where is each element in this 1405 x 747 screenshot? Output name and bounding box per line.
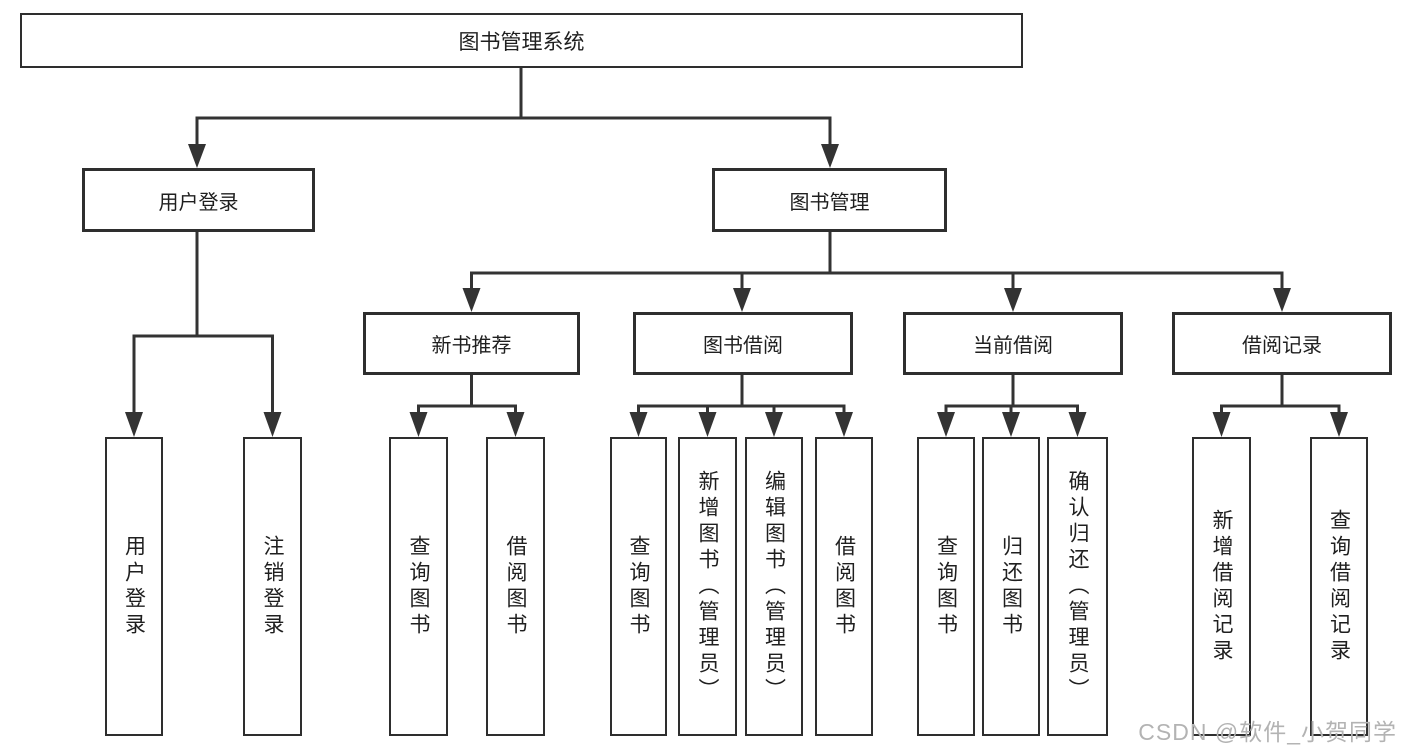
- node-borrow-records-label: 借阅记录: [1242, 335, 1322, 357]
- leaf-query-borrow-record: 查询借阅记录: [1310, 437, 1368, 736]
- connector-current-to-children: [937, 375, 1087, 437]
- leaf-add-books-admin: 新增图书（管理员）: [678, 437, 737, 736]
- leaf-query-books-current: 查询图书: [917, 437, 975, 736]
- leaf-add-borrow-record-label: 新增借阅记录: [1210, 508, 1233, 665]
- leaf-borrow-books-recommend-label: 借阅图书: [504, 534, 527, 639]
- connector-recommend-to-children: [409, 375, 525, 437]
- csdn-watermark: CSDN @软件_小贺同学: [1138, 719, 1397, 745]
- leaf-query-books-current-label: 查询图书: [934, 534, 958, 639]
- node-root-label: 图书管理系统: [458, 30, 585, 54]
- leaf-user-login: 用户登录: [105, 437, 163, 736]
- leaf-query-books-recommend: 查询图书: [389, 437, 448, 736]
- leaf-confirm-return-admin-label: 确认归还（管理员）: [1066, 469, 1089, 704]
- leaf-return-books-label: 归还图书: [999, 534, 1023, 639]
- node-current-borrow: 当前借阅: [903, 312, 1123, 375]
- leaf-add-books-admin-label: 新增图书（管理员）: [696, 469, 719, 704]
- node-book-management-label: 图书管理: [789, 191, 870, 214]
- leaf-logout-login-label: 注销登录: [261, 534, 284, 639]
- leaf-query-books-borrow-label: 查询图书: [627, 534, 650, 639]
- leaf-logout-login: 注销登录: [243, 437, 302, 736]
- node-book-management: 图书管理: [712, 168, 947, 232]
- leaf-add-borrow-record: 新增借阅记录: [1192, 437, 1251, 736]
- leaf-borrow-books-recommend: 借阅图书: [486, 437, 545, 736]
- leaf-query-books-borrow: 查询图书: [610, 437, 667, 736]
- leaf-edit-books-admin: 编辑图书（管理员）: [745, 437, 803, 736]
- connector-records-to-children: [1212, 375, 1348, 437]
- leaf-edit-books-admin-label: 编辑图书（管理员）: [762, 469, 786, 704]
- leaf-return-books: 归还图书: [982, 437, 1040, 736]
- leaf-user-login-label: 用户登录: [122, 534, 146, 639]
- node-new-book-recommend: 新书推荐: [363, 312, 580, 375]
- node-current-borrow-label: 当前借阅: [973, 335, 1053, 357]
- leaf-borrow-books-borrow: 借阅图书: [815, 437, 873, 736]
- leaf-borrow-books-borrow-label: 借阅图书: [832, 534, 856, 639]
- leaf-query-books-recommend-label: 查询图书: [407, 534, 430, 639]
- connector-root-to-level2: [188, 68, 839, 168]
- leaf-confirm-return-admin: 确认归还（管理员）: [1047, 437, 1108, 736]
- node-book-borrow-label: 图书借阅: [703, 335, 783, 357]
- node-borrow-records: 借阅记录: [1172, 312, 1392, 375]
- node-book-borrow: 图书借阅: [633, 312, 853, 375]
- connector-user-to-children: [125, 232, 282, 437]
- connector-borrow-to-children: [629, 375, 853, 437]
- node-user-login: 用户登录: [82, 168, 315, 232]
- node-root: 图书管理系统: [20, 13, 1023, 68]
- node-new-book-recommend-label: 新书推荐: [431, 335, 512, 357]
- node-user-login-label: 用户登录: [158, 191, 239, 214]
- connector-book-to-level3: [462, 232, 1291, 312]
- leaf-query-borrow-record-label: 查询借阅记录: [1327, 508, 1351, 665]
